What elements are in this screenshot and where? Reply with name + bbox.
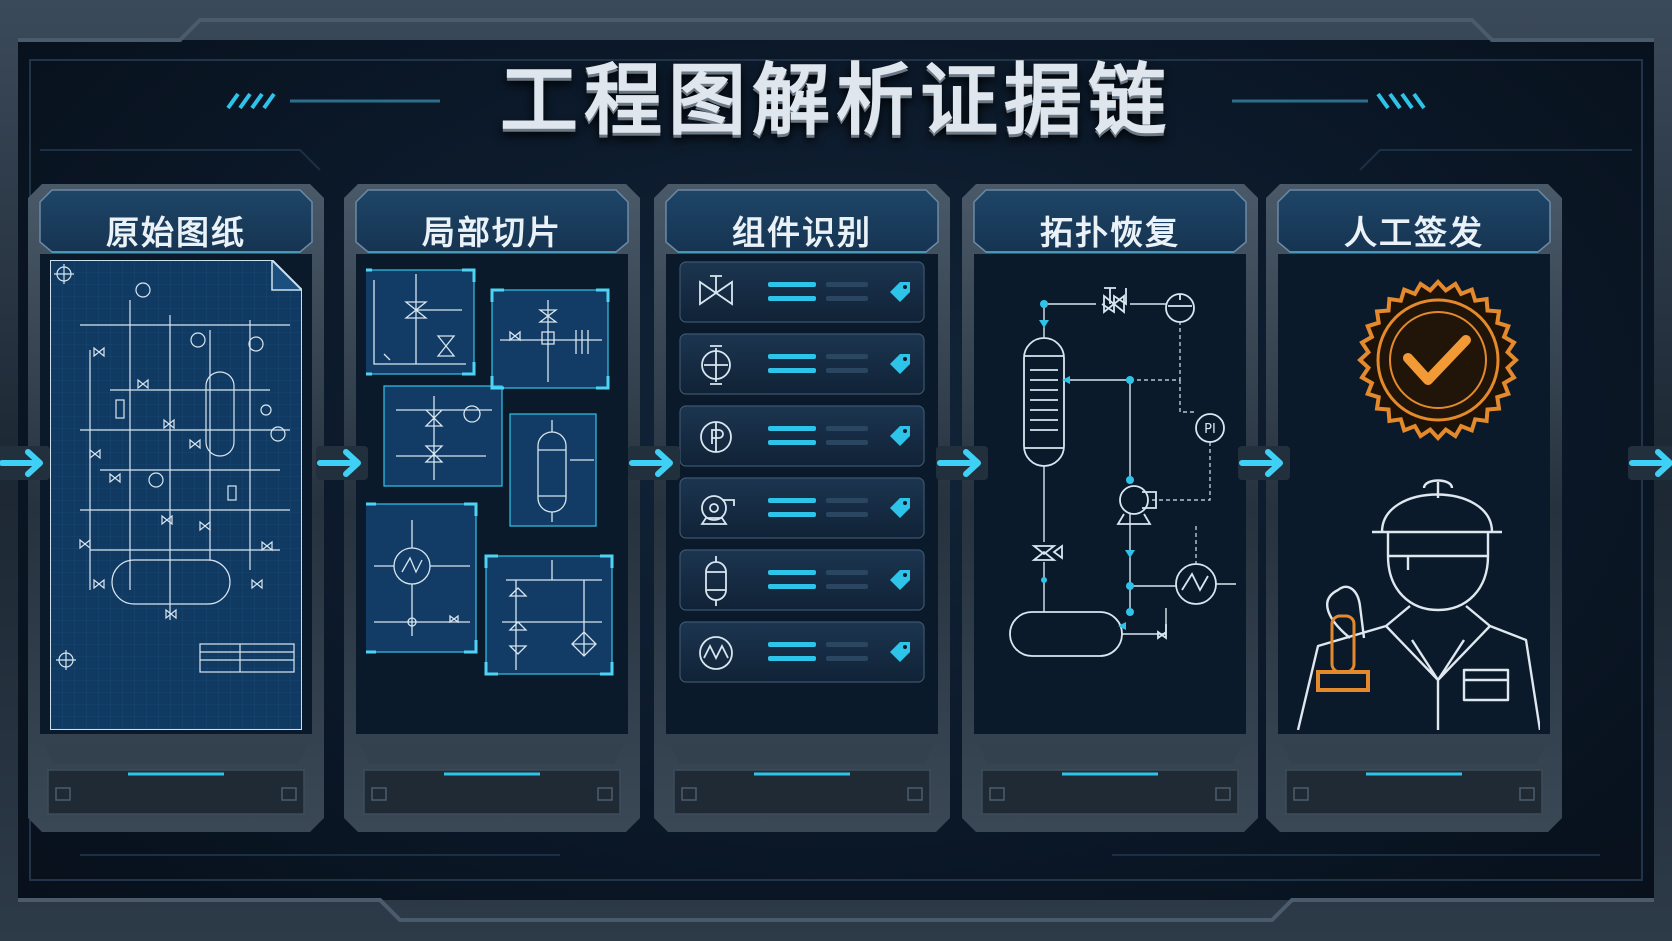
stamp-icon [1316, 614, 1370, 692]
step-title: 人工签发 [1344, 213, 1484, 252]
heat-exchanger-icon [699, 636, 733, 670]
component-row [679, 477, 925, 539]
flow-arrow-icon [316, 438, 368, 488]
component-list [676, 260, 928, 730]
tag-icon [890, 354, 910, 374]
component-row [679, 549, 925, 611]
tag-icon [890, 570, 910, 590]
page-title: 工程图解析证据链 [499, 56, 1172, 146]
tag-icon [890, 498, 910, 518]
pressure-indicator-icon [700, 421, 732, 453]
component-row [679, 405, 925, 467]
step-panel-topology-recovery: 拓扑恢复 [962, 184, 1258, 832]
component-row [679, 261, 925, 323]
flow-arrow-icon [628, 438, 680, 488]
gate-valve-icon [699, 275, 733, 306]
tag-icon [890, 426, 910, 446]
approval-seal-icon [1357, 279, 1519, 441]
topology-diagram: PI [1009, 287, 1236, 657]
pump-icon [700, 495, 735, 525]
flow-arrow-icon [1238, 438, 1290, 488]
step-title: 原始图纸 [106, 213, 246, 252]
vessel-icon [705, 556, 727, 606]
slice-tiles [366, 268, 614, 676]
engineer-icon [1296, 479, 1540, 730]
step-panel-component-recognition: 组件识别 [654, 184, 950, 832]
pressure-indicator-label: PI [1204, 422, 1216, 437]
step-panel-local-slices: 局部切片 [344, 184, 640, 832]
flow-arrow-icon [0, 438, 50, 488]
engineer-signoff-illustration [1296, 279, 1540, 730]
level-gauge-icon [701, 345, 731, 385]
flow-arrow-icon [936, 438, 988, 488]
tag-icon [890, 642, 910, 662]
tag-icon [890, 282, 910, 302]
component-row [679, 333, 925, 395]
blueprint-drawing [50, 260, 302, 730]
step-title: 拓扑恢复 [1040, 213, 1180, 252]
step-panel-original-drawing: 原始图纸 [28, 184, 324, 832]
step-title: 组件识别 [732, 213, 872, 252]
component-row [679, 621, 925, 683]
step-title: 局部切片 [422, 213, 562, 252]
component-rows [679, 261, 925, 683]
step-panel-manual-signoff: 人工签发 [1266, 184, 1562, 832]
flow-arrow-icon [1628, 438, 1672, 488]
